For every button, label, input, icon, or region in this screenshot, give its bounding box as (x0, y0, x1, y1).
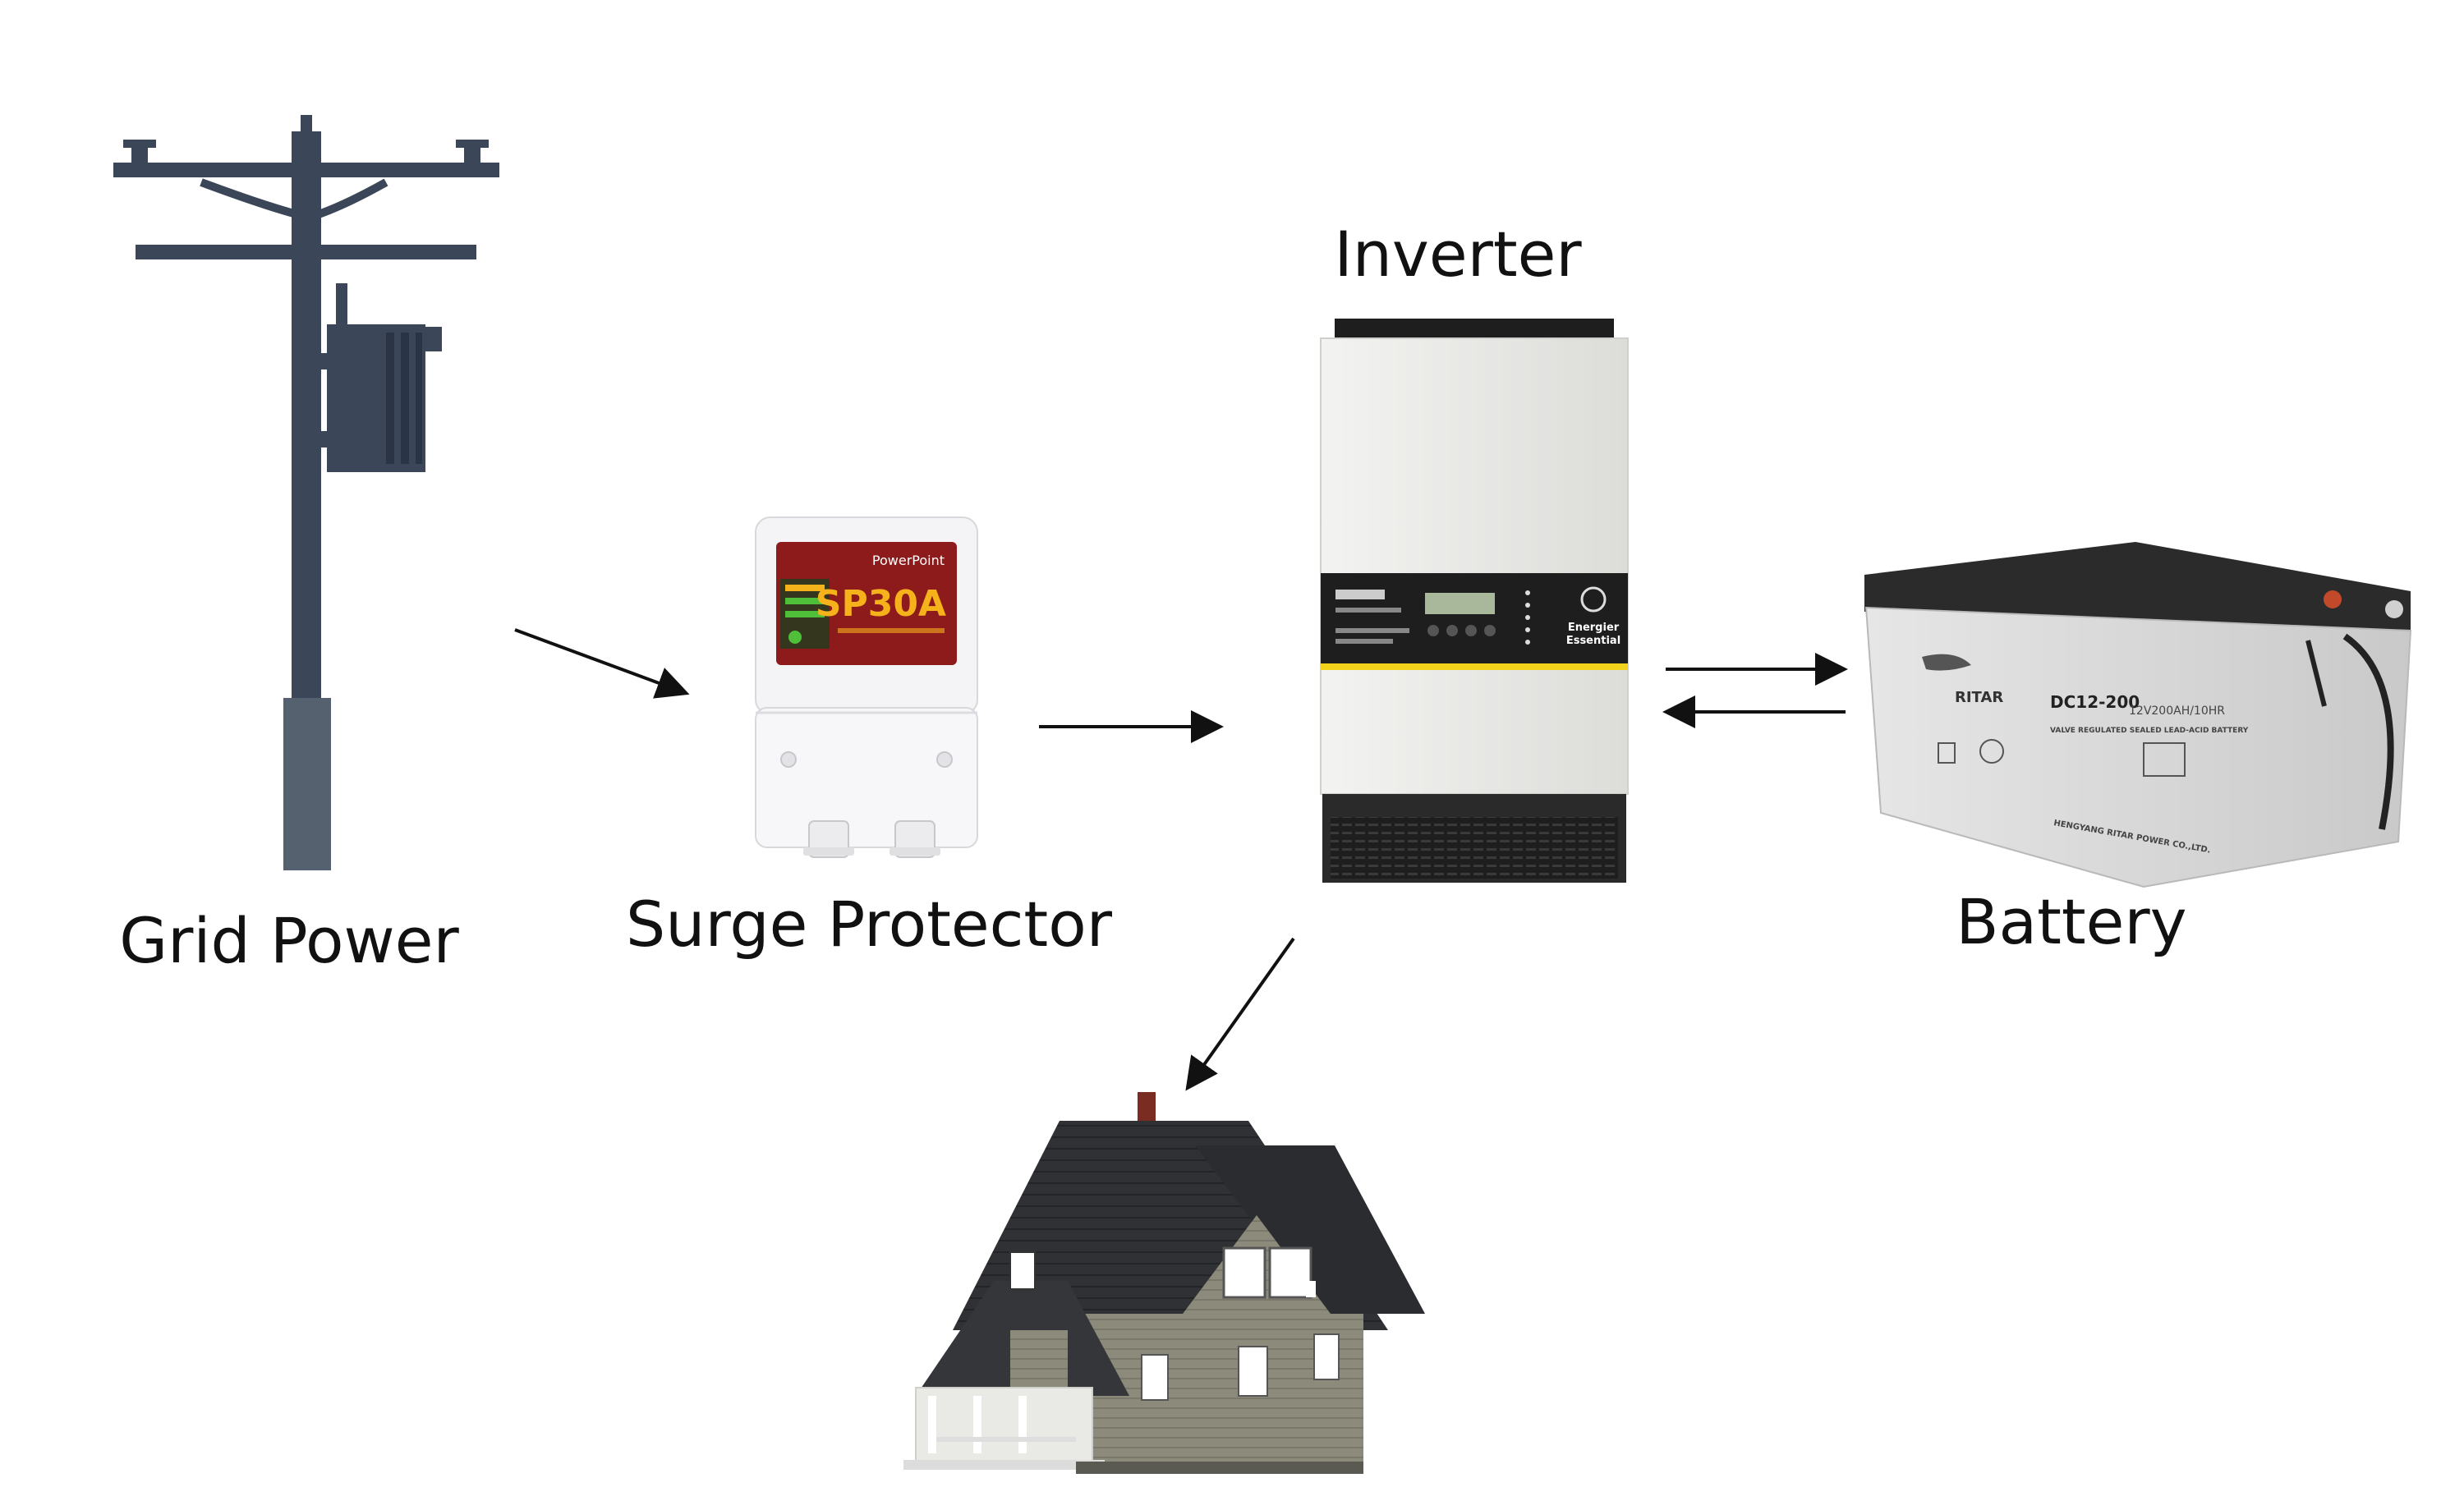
grid-power-label: Grid Power (119, 904, 459, 977)
arrow-inverter-to-house (1185, 937, 1295, 1091)
inverter-brand-line2: Essential (1566, 635, 1620, 647)
battery-spec: 12V200AH/10HR (2129, 705, 2225, 718)
edges (514, 628, 1848, 1091)
inverter-brand-line1: Energier (1568, 622, 1620, 634)
house-icon (903, 1092, 1425, 1474)
surge-protector-icon: PowerPoint SP30A (755, 516, 978, 858)
battery-brand: RITAR (1955, 689, 2003, 706)
inverter-icon: Energier Essential (1320, 319, 1629, 883)
inverter-label: Inverter (1334, 218, 1582, 291)
arrow-grid-to-surge (514, 628, 690, 699)
battery-fine-print: VALVE REGULATED SEALED LEAD-ACID BATTERY (2050, 727, 2249, 735)
utility-pole-icon (113, 115, 499, 870)
surge-brand: PowerPoint (872, 553, 945, 568)
battery-label: Battery (1956, 885, 2187, 958)
surge-model: SP30A (816, 583, 946, 625)
battery-model: DC12-200 (2050, 692, 2140, 712)
battery-icon: RITAR DC12-200 12V200AH/10HR VALVE REGUL… (1864, 542, 2412, 888)
surge-protector-label: Surge Protector (626, 888, 1112, 961)
